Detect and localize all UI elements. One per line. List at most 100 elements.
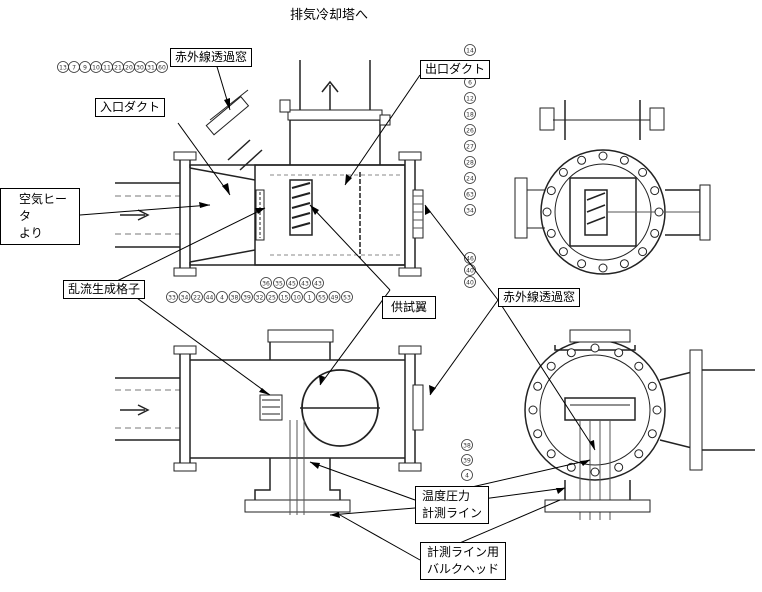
bolt-hole xyxy=(619,259,629,269)
flange-bolts xyxy=(528,151,664,477)
part-number: 34 xyxy=(181,295,189,302)
part-number: 4 xyxy=(220,295,224,302)
part-balloon: 25 xyxy=(266,291,278,303)
part-balloon: 20 xyxy=(123,61,135,73)
top-left-view xyxy=(115,60,424,277)
bulkhead-label-line2: バルクヘッド xyxy=(427,562,500,576)
part-balloon: 35 xyxy=(273,277,285,289)
bolt-hole xyxy=(558,167,568,177)
bottom-left-view xyxy=(115,329,424,515)
part-number: 33 xyxy=(168,295,176,302)
air-heater-label: 空気ヒータ より xyxy=(0,188,80,245)
part-balloon: 1 xyxy=(303,291,316,303)
part-number: 39 xyxy=(243,295,251,302)
air-heater-label-line1: 空気ヒータ xyxy=(19,192,68,223)
part-balloon: 24 xyxy=(464,172,476,184)
part-balloon: 49 xyxy=(328,291,341,303)
temp-pressure-label-line2: 計測ライン xyxy=(422,506,483,520)
part-number: 39 xyxy=(463,458,471,465)
part-number: 55 xyxy=(318,295,326,302)
temp-pressure-label: 温度圧力 計測ライン xyxy=(415,486,490,524)
part-number: 25 xyxy=(268,295,276,302)
bolt-hole xyxy=(598,151,608,161)
part-number: 15 xyxy=(281,295,289,302)
part-number: 45 xyxy=(288,281,296,288)
part-balloon: 39 xyxy=(461,454,473,466)
part-number: 1 xyxy=(308,295,312,302)
bolt-hole xyxy=(654,207,664,217)
part-number: 46 xyxy=(466,256,474,263)
bolt-hole xyxy=(566,348,576,358)
part-balloon: 55 xyxy=(316,291,328,303)
part-balloon: 7 xyxy=(68,61,80,73)
part-number: 22 xyxy=(193,295,201,302)
bolt-hole xyxy=(638,247,648,257)
ir-window-right-label: 赤外線透過窓 xyxy=(498,288,581,307)
inlet-duct-label: 入口ダクト xyxy=(95,98,166,117)
bolt-hole xyxy=(577,259,587,269)
part-number: 28 xyxy=(466,160,474,167)
part-number: 12 xyxy=(466,96,474,103)
bolt-hole xyxy=(634,361,644,371)
top-right-view xyxy=(514,100,711,275)
turbulence-grid-label: 乱流生成格子 xyxy=(63,280,146,299)
exhaust-label: 排気冷却塔へ xyxy=(290,8,369,23)
part-balloon: 4 xyxy=(461,469,473,481)
part-number: 36 xyxy=(262,281,270,288)
part-number: 63 xyxy=(466,192,474,199)
part-balloon: 9 xyxy=(79,61,91,73)
bolt-hole xyxy=(542,207,552,217)
part-balloon: 15 xyxy=(278,291,291,303)
part-balloon: 33 xyxy=(166,291,178,303)
bolt-hole xyxy=(533,381,543,391)
part-number: 53 xyxy=(343,295,351,302)
part-number: 38 xyxy=(463,443,471,450)
part-number: 26 xyxy=(466,128,474,135)
part-balloon: 34 xyxy=(178,291,191,303)
test-wing-label: 供試翼 xyxy=(382,296,437,319)
bolt-hole xyxy=(647,429,657,439)
temp-pressure-label-line1: 温度圧力 xyxy=(422,489,471,503)
part-balloon: 38 xyxy=(228,291,241,303)
part-number: 9 xyxy=(83,65,87,72)
part-balloon: 32 xyxy=(253,291,266,303)
part-number: 10 xyxy=(92,65,100,72)
bolt-hole xyxy=(546,449,556,459)
part-number: 35 xyxy=(275,281,283,288)
part-number: 34 xyxy=(466,208,474,215)
part-number: 10 xyxy=(293,295,301,302)
part-balloon: 45 xyxy=(286,277,298,289)
bolt-hole xyxy=(598,263,608,273)
bolt-hole xyxy=(614,348,624,358)
part-number: 43 xyxy=(314,281,322,288)
part-number: 6 xyxy=(468,80,472,87)
part-number: 27 xyxy=(466,144,474,151)
part-balloon: 34 xyxy=(464,204,476,216)
bolt-hole xyxy=(558,247,568,257)
part-number: 24 xyxy=(466,176,474,183)
bolt-hole xyxy=(546,228,556,238)
part-number: 40 xyxy=(466,280,474,287)
bolt-hole xyxy=(546,186,556,196)
part-balloon: 36 xyxy=(260,277,272,289)
bolt-hole xyxy=(634,449,644,459)
part-balloon: 22 xyxy=(191,291,203,303)
bolt-hole xyxy=(650,228,660,238)
part-balloon: 26 xyxy=(464,124,476,136)
part-number: 60 xyxy=(158,65,166,72)
bolt-hole xyxy=(533,429,543,439)
part-balloon: 38 xyxy=(461,439,473,451)
part-number: 11 xyxy=(103,65,111,72)
part-number: 20 xyxy=(125,65,133,72)
part-balloon: 27 xyxy=(464,140,476,152)
bolt-hole xyxy=(546,361,556,371)
part-number: 7 xyxy=(72,65,76,72)
outlet-duct-label: 出口ダクト xyxy=(420,60,491,79)
part-balloon: 43 xyxy=(299,277,311,289)
part-balloon: 31 xyxy=(145,61,157,73)
part-balloon: 14 xyxy=(464,44,476,56)
part-balloon: 39 xyxy=(241,291,253,303)
part-balloon: 21 xyxy=(112,61,124,73)
